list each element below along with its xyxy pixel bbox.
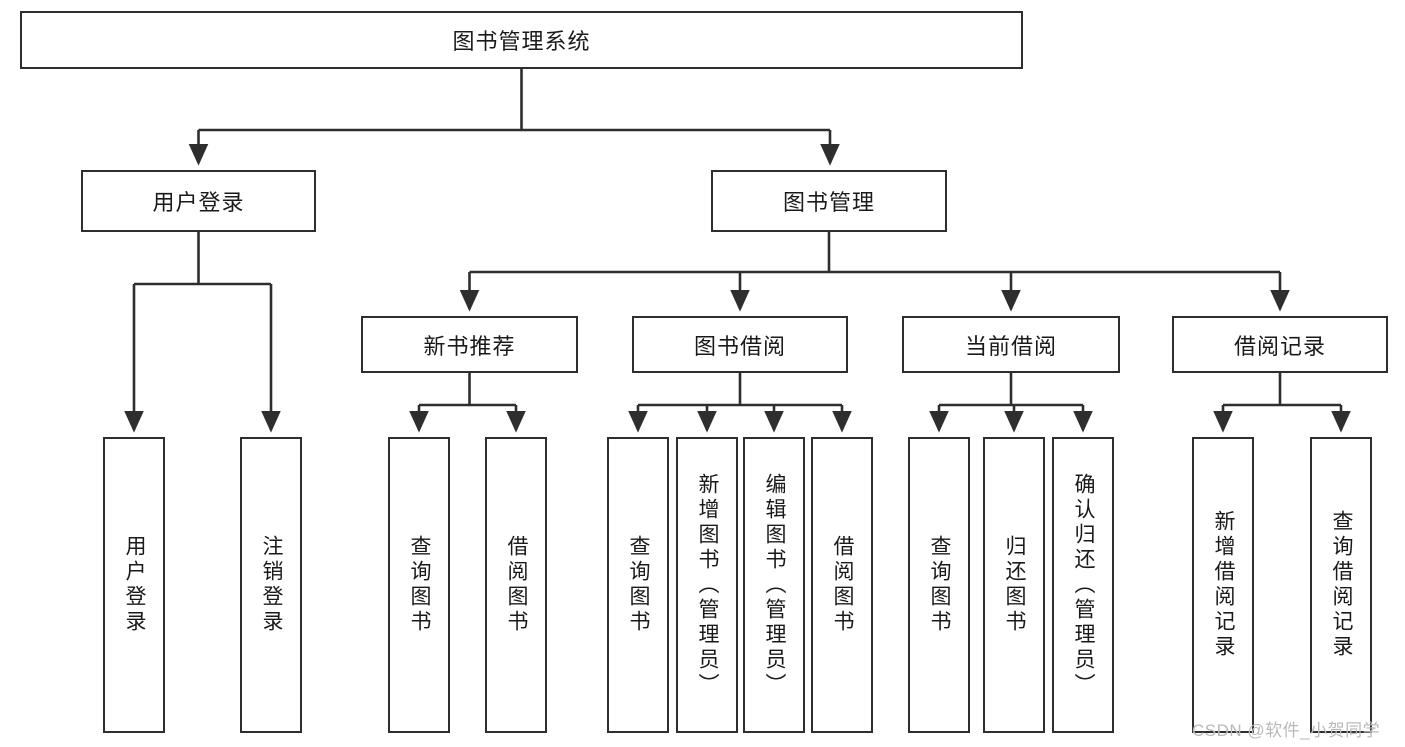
node-leaf-query-book-1-label: 查询图书 <box>408 535 432 635</box>
node-leaf-borrow-book-1[interactable]: 借阅图书 <box>485 437 547 733</box>
node-leaf-query-book-3-label: 查询图书 <box>928 535 952 635</box>
node-leaf-user-login-label: 用户登录 <box>123 535 147 635</box>
node-borrow-record-label: 借阅记录 <box>1233 333 1326 359</box>
node-borrow-record[interactable]: 借阅记录 <box>1172 316 1388 373</box>
node-leaf-query-book-2[interactable]: 查询图书 <box>607 437 669 733</box>
node-leaf-query-book-2-label: 查询图书 <box>627 535 651 635</box>
node-current-borrow[interactable]: 当前借阅 <box>902 316 1120 373</box>
node-leaf-add-record[interactable]: 新增借阅记录 <box>1192 437 1254 733</box>
node-root[interactable]: 图书管理系统 <box>20 11 1023 69</box>
node-leaf-return-book[interactable]: 归还图书 <box>983 437 1045 733</box>
node-book-borrow-label: 图书借阅 <box>693 333 786 359</box>
node-leaf-confirm-return-label: 确认归还（管理员） <box>1072 472 1096 698</box>
node-leaf-add-book-label: 新增图书（管理员） <box>696 472 720 698</box>
node-leaf-edit-book-label: 编辑图书（管理员） <box>763 472 787 698</box>
node-leaf-borrow-book-2[interactable]: 借阅图书 <box>811 437 873 733</box>
node-leaf-query-record-label: 查询借阅记录 <box>1330 510 1354 660</box>
node-current-borrow-label: 当前借阅 <box>964 333 1057 359</box>
node-leaf-borrow-book-1-label: 借阅图书 <box>505 535 529 635</box>
node-root-label: 图书管理系统 <box>452 29 591 54</box>
node-leaf-query-book-1[interactable]: 查询图书 <box>388 437 450 733</box>
node-new-book-recommend-label: 新书推荐 <box>423 333 516 359</box>
node-leaf-logout-label: 注销登录 <box>260 535 284 635</box>
node-leaf-logout[interactable]: 注销登录 <box>240 437 302 733</box>
node-book-borrow[interactable]: 图书借阅 <box>632 316 848 373</box>
node-leaf-borrow-book-2-label: 借阅图书 <box>831 535 855 635</box>
node-leaf-add-book[interactable]: 新增图书（管理员） <box>676 437 738 733</box>
node-leaf-confirm-return[interactable]: 确认归还（管理员） <box>1052 437 1114 733</box>
node-book-manage[interactable]: 图书管理 <box>711 170 947 232</box>
node-book-manage-label: 图书管理 <box>782 190 875 215</box>
node-leaf-add-record-label: 新增借阅记录 <box>1212 510 1236 660</box>
watermark: CSDN @软件_小贺同学 <box>1192 721 1381 740</box>
node-user-login-label: 用户登录 <box>152 190 245 215</box>
node-user-login[interactable]: 用户登录 <box>81 170 316 232</box>
node-leaf-query-record[interactable]: 查询借阅记录 <box>1310 437 1372 733</box>
node-leaf-edit-book[interactable]: 编辑图书（管理员） <box>743 437 805 733</box>
node-new-book-recommend[interactable]: 新书推荐 <box>361 316 578 373</box>
node-leaf-return-book-label: 归还图书 <box>1003 535 1027 635</box>
node-leaf-query-book-3[interactable]: 查询图书 <box>908 437 970 733</box>
node-leaf-user-login[interactable]: 用户登录 <box>103 437 165 733</box>
